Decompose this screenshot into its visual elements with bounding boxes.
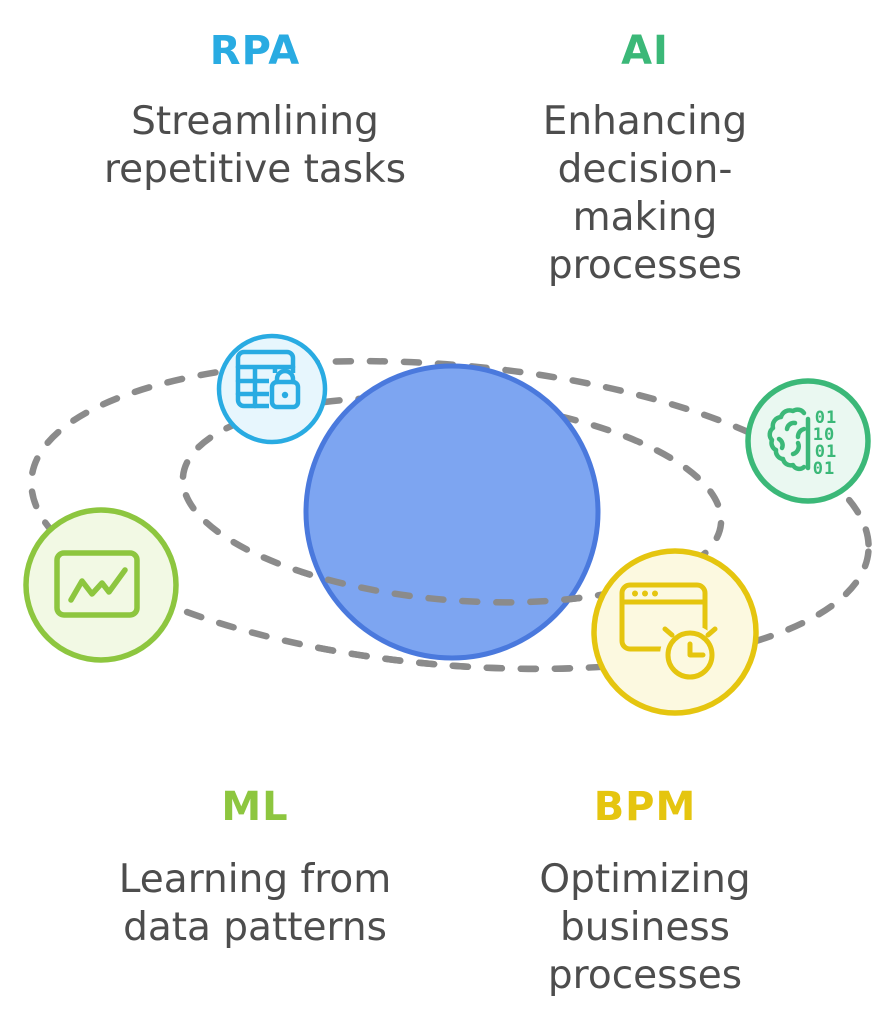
ml-description: Learning from data patterns — [30, 856, 480, 952]
ml-heading: ML — [221, 784, 289, 830]
lock-shackle — [274, 368, 296, 385]
brain-outline — [767, 407, 807, 472]
description-line: making — [572, 195, 718, 240]
clock-hands — [687, 641, 706, 658]
ml-card: ML Learning from data patterns — [30, 783, 480, 952]
rpa-card: RPA Streamlining repetitive tasks — [30, 27, 480, 194]
central-planet-circle — [303, 363, 601, 661]
description-line: repetitive tasks — [103, 147, 407, 192]
description-line: Enhancing — [542, 99, 748, 144]
clock-alarm-ticks — [662, 626, 718, 638]
clock-face — [665, 630, 715, 680]
description-line: Learning from — [118, 857, 392, 902]
rpa-description: Streamlining repetitive tasks — [30, 98, 480, 194]
description-line: data patterns — [123, 905, 387, 950]
rpa-heading: RPA — [209, 28, 301, 74]
front-orbit-overlay — [300, 574, 585, 673]
ml-icon-badge — [23, 507, 179, 663]
browser-dot — [652, 590, 658, 597]
description-line: processes — [547, 953, 743, 998]
database-lock-icon — [235, 349, 303, 413]
line-chart-icon — [54, 550, 140, 618]
description-line: decision- — [557, 147, 733, 192]
ai-card: AI Enhancing decision- making processes — [420, 27, 870, 290]
bpm-description: Optimizing business processes — [420, 856, 870, 1000]
ai-icon-badge: 01 10 01 01 — [745, 378, 871, 504]
lock-keyhole — [281, 391, 289, 399]
binary-row: 01 — [813, 459, 835, 479]
binary-row: 01 — [815, 442, 837, 462]
brain-binary-icon: 01 10 01 01 — [767, 407, 837, 479]
ai-heading: AI — [621, 28, 669, 74]
description-line: Optimizing — [539, 857, 751, 902]
browser-clock-icon — [619, 582, 720, 685]
rpa-icon-badge — [216, 333, 328, 445]
description-line: business — [560, 905, 730, 950]
bpm-card: BPM Optimizing business processes — [420, 783, 870, 1000]
browser-dot — [632, 590, 638, 597]
description-line: Streamlining — [131, 99, 379, 144]
binary-row: 10 — [813, 425, 835, 445]
lock-body — [269, 379, 301, 410]
bpm-heading: BPM — [593, 784, 697, 830]
brain-folds — [776, 420, 807, 457]
browser-dot — [642, 590, 648, 597]
binary-row: 01 — [815, 408, 837, 428]
ai-description: Enhancing decision- making processes — [420, 98, 870, 290]
chart-zigzag-line — [68, 567, 128, 603]
description-line: processes — [547, 243, 743, 288]
bpm-icon-badge — [591, 548, 759, 716]
